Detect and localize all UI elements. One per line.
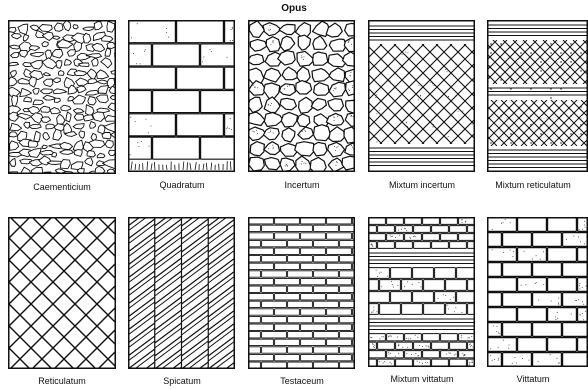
reticulatum-pattern bbox=[8, 217, 116, 369]
caption-reticulatum: Reticulatum bbox=[2, 376, 122, 386]
panel-vittatum bbox=[487, 217, 588, 367]
panel-caementicium bbox=[8, 20, 116, 174]
caementicium-pattern bbox=[8, 20, 116, 174]
caption-mixtum-vittatum: Mixtum vittatum bbox=[362, 374, 482, 384]
caption-spicatum: Spicatum bbox=[122, 376, 242, 386]
panel-testaceum bbox=[248, 217, 355, 369]
mixtum-incertum-pattern bbox=[368, 20, 475, 172]
spicatum-pattern bbox=[128, 217, 235, 369]
quadratum-pattern bbox=[128, 20, 235, 172]
vittatum-pattern bbox=[487, 217, 588, 367]
caption-caementicium: Caementicium bbox=[2, 182, 122, 192]
panel-incertum bbox=[248, 20, 355, 172]
panel-reticulatum bbox=[8, 217, 116, 369]
mixtum-vittatum-pattern bbox=[368, 217, 475, 367]
caption-vittatum: Vittatum bbox=[478, 374, 588, 384]
caption-mixtum-incertum: Mixtum incertum bbox=[362, 180, 482, 190]
caption-quadratum: Quadratum bbox=[122, 180, 242, 190]
caption-incertum: Incertum bbox=[242, 180, 362, 190]
page-title: Opus bbox=[0, 3, 588, 14]
incertum-pattern bbox=[248, 20, 355, 172]
panel-quadratum bbox=[128, 20, 235, 172]
panel-mixtum-reticulatum bbox=[487, 20, 588, 172]
panel-mixtum-vittatum bbox=[368, 217, 475, 367]
testaceum-pattern bbox=[248, 217, 355, 369]
panel-mixtum-incertum bbox=[368, 20, 475, 172]
mixtum-reticulatum-pattern bbox=[487, 20, 588, 172]
caption-testaceum: Testaceum bbox=[242, 376, 362, 386]
panel-spicatum bbox=[128, 217, 235, 369]
caption-mixtum-reticulatum: Mixtum reticulatum bbox=[478, 180, 588, 190]
